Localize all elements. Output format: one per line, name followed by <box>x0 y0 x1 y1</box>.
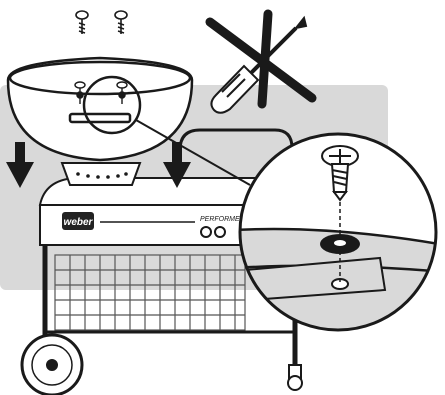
brand-label: weber <box>64 217 94 228</box>
washer-icon <box>320 234 360 254</box>
control-knob-left <box>201 227 211 237</box>
model-label: PERFORMER <box>200 216 245 223</box>
bowl-bracket <box>70 114 130 122</box>
control-knob-right <box>215 227 225 237</box>
screw-icon <box>76 11 88 34</box>
cart-wheel <box>22 335 82 395</box>
screw-icon <box>115 11 127 34</box>
cart-caster <box>288 365 302 390</box>
kettle-bowl-cradle <box>62 163 140 185</box>
